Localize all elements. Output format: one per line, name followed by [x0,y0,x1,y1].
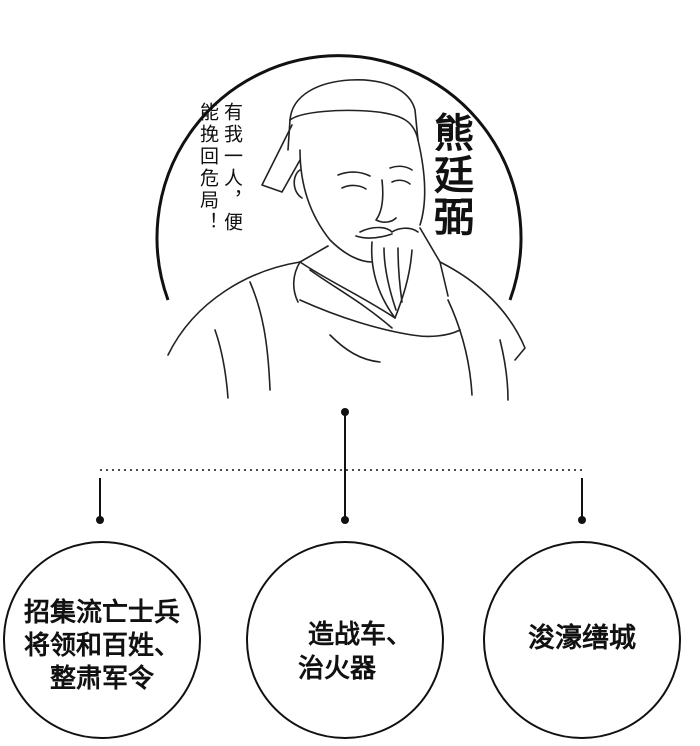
quote-line-1: 有我一人，便 [221,102,243,234]
node-3-text: 浚濠缮城 [492,622,672,656]
node-3-line-1: 浚濠缮城 [528,623,636,654]
right-branch-dot [578,516,586,524]
node-1-line-2: 将领和百姓、 [23,631,180,661]
portrait-name: 熊廷弼 [427,112,474,238]
node-1-line-3: 整肃军令 [49,664,154,694]
node-circle-2 [246,541,444,739]
quote-line-2: 能挽回危局！ [197,102,219,234]
portrait-quote: 有我一人，便 能挽回危局！ [196,102,244,234]
node-1-line-1: 招集流亡士兵 [23,598,180,628]
node-1-text: 招集流亡士兵 将领和百姓、 整肃军令 [2,597,202,696]
stem-bottom-dot [341,516,349,524]
scholar-official-portrait-icon [167,79,526,401]
node-circle-3 [483,541,681,739]
node-2-line-1: 造战车、 [308,620,413,650]
portrait-circle [155,54,523,301]
node-2-line-2: 治火器 [298,654,377,684]
left-branch-dot [96,516,104,524]
stem-top-dot [341,408,349,416]
node-circle-1 [3,541,201,739]
node-2-text: 造战车、 治火器 [260,618,430,686]
